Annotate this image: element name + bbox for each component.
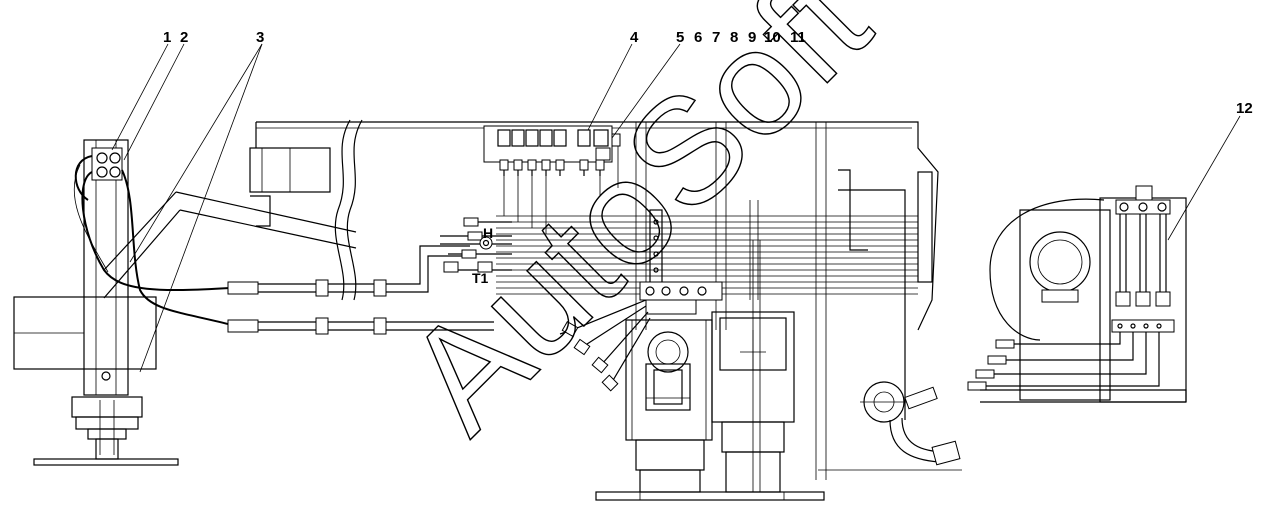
pump-housing [625, 319, 713, 493]
left-outrigger-column [13, 139, 179, 466]
central-riser [639, 209, 723, 315]
callout-2: 2 [180, 29, 188, 46]
center-outrigger-base [595, 491, 825, 501]
callout-10: 10 [764, 29, 781, 46]
port-label-h: H [483, 225, 493, 241]
fuel-tank [711, 240, 795, 493]
outrigger-brace [103, 191, 357, 299]
callout-5: 5 [676, 29, 684, 46]
callout-6: 6 [694, 29, 702, 46]
pipe-bundle [496, 215, 918, 295]
manifold-h-t1: H T1 [440, 217, 512, 286]
right-elbow-fitting [860, 381, 961, 466]
hose-lines [227, 245, 494, 335]
callout-4: 4 [630, 29, 639, 46]
callout-leaders [111, 43, 1241, 373]
callout-7: 7 [712, 29, 720, 46]
valve-bank [483, 125, 621, 163]
frame-uprights [635, 122, 962, 480]
callout-labels: 1 2 3 4 5 6 7 8 9 10 11 12 [163, 29, 1253, 117]
detail-view-12 [967, 185, 1187, 403]
left-valve-block [73, 147, 233, 326]
diagonal-hoses [559, 299, 651, 392]
watermark: AutoSoft [374, 0, 900, 463]
frame-outline [249, 119, 939, 420]
callout-9: 9 [748, 29, 756, 46]
callout-11: 11 [790, 29, 806, 46]
callout-8: 8 [730, 29, 738, 46]
callout-1: 1 [163, 29, 171, 46]
valve-bank-outputs [499, 146, 619, 234]
callout-12: 12 [1236, 100, 1253, 117]
port-label-t1: T1 [472, 270, 489, 286]
callout-3: 3 [256, 29, 264, 46]
